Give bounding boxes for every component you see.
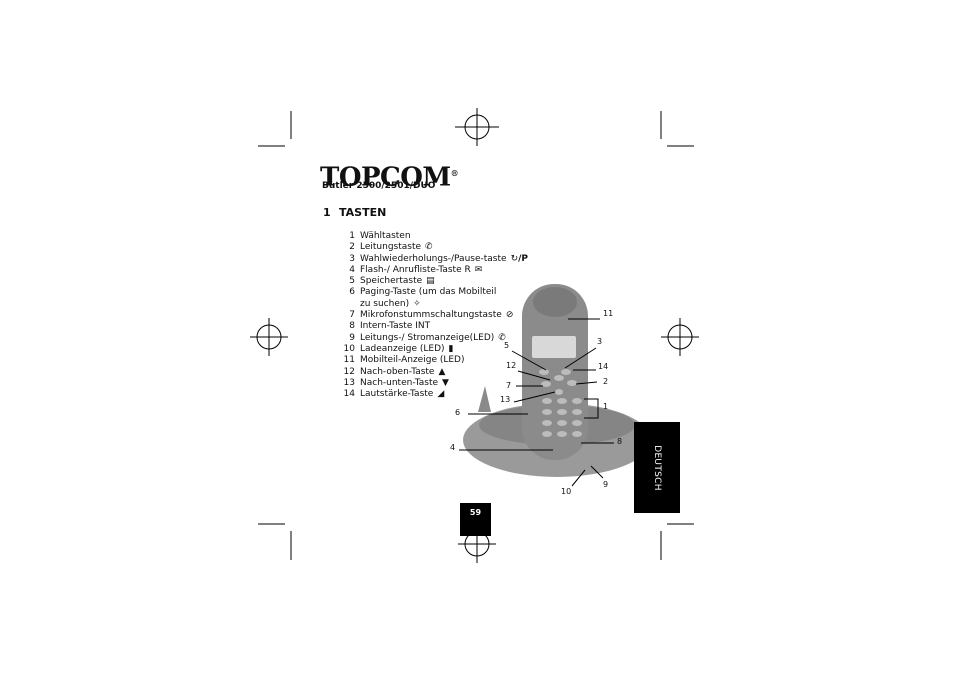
key-list-item: 11 Mobilteil-Anzeige (LED): [334, 355, 528, 366]
battery-icon: ▮: [448, 343, 454, 354]
key-list-item: 13 Nach-unten-Taste▼: [334, 378, 528, 389]
handset-display: [532, 336, 576, 358]
key-label: Leitungstaste: [360, 242, 422, 253]
key-list-item: 4 Flash-/ Anrufliste-Taste R✉: [334, 265, 528, 276]
key-number: 2: [349, 242, 355, 253]
paging-icon: ✧: [413, 298, 421, 309]
key-number: 9: [349, 332, 355, 343]
key-label: Flash-/ Anrufliste-Taste R: [360, 264, 471, 275]
callout-2: 2: [603, 377, 609, 386]
callout-9: 9: [603, 480, 609, 489]
language-tab: DEUTSCH: [634, 422, 680, 513]
key-label: Wähltasten: [360, 231, 411, 241]
page-number: 59: [469, 508, 482, 517]
key-label: Intern-Taste INT: [360, 321, 431, 332]
key-list-item: 3 Wahlwiederholungs-/Pause-taste↻/P: [334, 254, 528, 265]
section-title: 1 TASTEN: [323, 206, 386, 219]
key-list-item: 10 Ladeanzeige (LED)▮: [334, 344, 528, 355]
handset: [522, 284, 588, 460]
callout-10: 10: [561, 487, 572, 496]
callout-13: 13: [500, 395, 511, 404]
key-list-item: 12 Nach-oben-Taste▲: [334, 367, 528, 378]
key-list-item: 6 Paging-Taste (um das Mobilteil: [334, 287, 528, 298]
page-number-box: 59: [460, 503, 491, 536]
key-number: 8: [349, 321, 355, 332]
callout-8: 8: [617, 437, 623, 446]
key-number: 12: [343, 366, 355, 377]
key-number: [334, 299, 360, 310]
icon-suffix: /P: [518, 253, 528, 264]
key-list-item: 5 Speichertaste▤: [334, 276, 528, 287]
key-label: Ladeanzeige (LED): [360, 343, 445, 354]
model-name: Butler 2500/2501/DUO: [322, 181, 436, 191]
redial-pause-icon: ↻: [510, 253, 519, 264]
key-number: 10: [343, 343, 355, 354]
phone-antenna: [478, 386, 491, 412]
key-label: Leitungs-/ Stromanzeige(LED): [360, 332, 495, 343]
section-heading: TASTEN: [339, 206, 387, 219]
handset-icon: ✆: [425, 242, 433, 253]
key-number: 3: [349, 253, 355, 264]
key-list-item: 7 Mikrofonstummschaltungstaste⊘: [334, 310, 528, 321]
callout-6: 6: [455, 408, 461, 417]
key-number: 1: [349, 231, 355, 241]
key-number: 13: [343, 377, 355, 388]
key-list-item: 14 Lautstärke-Taste◢: [334, 389, 528, 400]
callout-3: 3: [597, 337, 603, 346]
callout-4: 4: [450, 443, 456, 452]
key-label: Paging-Taste (um das Mobilteil: [360, 287, 497, 298]
key-label: Mikrofonstummschaltungstaste: [360, 310, 502, 321]
callout-5: 5: [504, 341, 510, 350]
key-number: 7: [349, 310, 355, 321]
key-list-item: 8 Intern-Taste INT: [334, 321, 528, 332]
key-list-item: 1 Wähltasten: [334, 231, 528, 242]
key-label: Nach-unten-Taste: [360, 377, 439, 388]
line-led-icon: ✆: [498, 332, 506, 343]
key-list-item: 9 Leitungs-/ Stromanzeige(LED)✆: [334, 333, 528, 344]
key-label: Mobilteil-Anzeige (LED): [360, 355, 465, 366]
up-arrow-icon: ▲: [438, 366, 446, 377]
callout-11: 11: [603, 309, 614, 318]
key-label: zu suchen): [360, 298, 410, 309]
topcom-logo: TOPCOM®: [320, 162, 459, 193]
key-list-item: 2 Leitungstaste✆: [334, 242, 528, 253]
key-label: Nach-oben-Taste: [360, 366, 435, 377]
callout-14: 14: [598, 362, 609, 371]
volume-icon: ◢: [437, 389, 445, 400]
key-label: Lautstärke-Taste: [360, 389, 434, 400]
key-list-item: zu suchen)✧: [334, 299, 528, 310]
key-number: 6: [349, 287, 355, 298]
callout-12: 12: [506, 361, 517, 370]
key-number: 11: [343, 355, 355, 366]
callout-1: 1: [603, 402, 609, 411]
section-number: 1: [323, 206, 331, 219]
key-label: Speichertaste: [360, 276, 423, 287]
phonebook-icon: ▤: [426, 276, 435, 287]
key-number: 4: [349, 264, 355, 275]
key-number: 5: [349, 276, 355, 287]
down-arrow-icon: ▼: [442, 377, 449, 388]
envelope-icon: ✉: [474, 264, 483, 275]
key-number: 14: [343, 389, 355, 400]
callout-7: 7: [506, 381, 512, 390]
key-label: Wahlwiederholungs-/Pause-taste: [360, 253, 507, 264]
mute-icon: ⊘: [505, 310, 514, 321]
